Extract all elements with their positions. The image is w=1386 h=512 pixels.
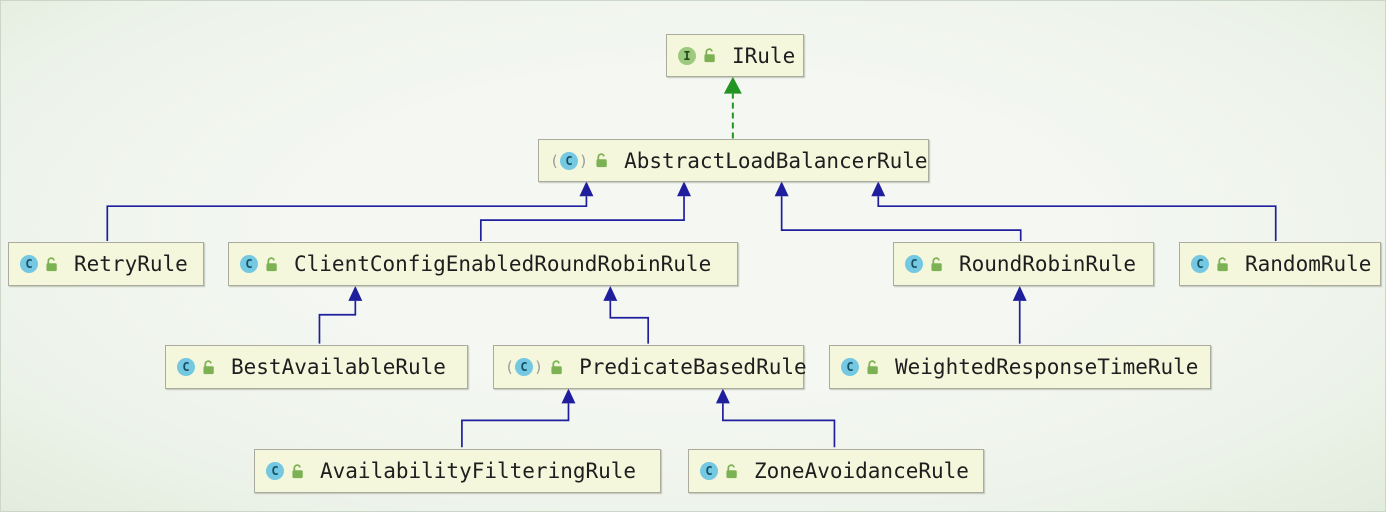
stereotype-iconwrap: ( C ) (177, 358, 195, 376)
unlocked-icon (203, 359, 214, 374)
class-node-client-config-enabled-round-robin-rule[interactable]: ( C ) ClientConfigEnabledRoundRobinRule (228, 242, 738, 286)
class-node-availability-filtering-rule[interactable]: ( C ) AvailabilityFilteringRule (254, 449, 661, 493)
class-node-abstract-load-balancer-rule[interactable]: ( C ) AbstractLoadBalancerRule (538, 139, 929, 182)
arrowhead-predicate-based-rule-to-client-config-enabled-round-robin-rule (603, 285, 618, 301)
arrowhead-retry-rule-to-abstract-load-balancer-rule (579, 181, 594, 197)
class-icon: C (1191, 255, 1209, 273)
unlocked-icon (551, 359, 562, 374)
inheritance-edge-random-rule (877, 196, 1277, 242)
inheritance-edge-round-robin-rule (780, 196, 1022, 242)
unlocked-icon (292, 463, 303, 478)
stereotype-iconwrap: ( C ) (240, 255, 258, 273)
class-icon: C (20, 255, 38, 273)
abstract-class-icon: C (515, 358, 534, 376)
abstract-class-icon: C (560, 151, 579, 170)
class-node-irule[interactable]: ( I ) IRule (666, 34, 804, 77)
class-name-label: RetryRule (74, 252, 188, 276)
class-node-retry-rule[interactable]: ( C ) RetryRule (8, 242, 204, 286)
unlocked-icon (726, 463, 737, 478)
interface-icon: I (678, 46, 696, 65)
class-node-round-robin-rule[interactable]: ( C ) RoundRobinRule (893, 242, 1154, 286)
class-node-random-rule[interactable]: ( C ) RandomRule (1179, 242, 1381, 286)
class-icon: C (266, 462, 284, 480)
class-node-weighted-response-time-rule[interactable]: ( C ) WeightedResponseTimeRule (829, 345, 1211, 389)
class-name-label: RandomRule (1245, 252, 1372, 276)
stereotype-iconwrap: ( C ) (700, 462, 718, 480)
class-node-predicate-based-rule[interactable]: ( C ) PredicateBasedRule (493, 345, 807, 389)
arrowhead-client-config-enabled-round-robin-rule-to-abstract-load-balancer-rule (677, 181, 692, 197)
inheritance-edge-zone-avoidance-rule (722, 403, 836, 448)
arrowhead-zone-avoidance-rule-to-predicate-based-rule (715, 388, 730, 404)
arrowhead-availability-filtering-rule-to-predicate-based-rule (561, 388, 576, 404)
inheritance-edge-availability-filtering-rule (461, 403, 570, 448)
class-icon: C (177, 358, 195, 376)
abstract-paren-right: ) (579, 151, 589, 170)
class-node-zone-avoidance-rule[interactable]: ( C ) ZoneAvoidanceRule (688, 449, 984, 493)
arrowhead-weighted-response-time-rule-to-round-robin-rule (1012, 285, 1027, 301)
stereotype-iconwrap: ( C ) (1191, 255, 1209, 273)
class-name-label: PredicateBasedRule (579, 355, 807, 379)
inheritance-edge-client-config-enabled-round-robin-rule (479, 196, 685, 242)
stereotype-iconwrap: ( C ) (841, 358, 859, 376)
class-name-label: WeightedResponseTimeRule (895, 355, 1199, 379)
class-name-label: AvailabilityFilteringRule (320, 459, 637, 483)
abstract-paren-left: ( (550, 151, 560, 170)
unlocked-icon (266, 256, 277, 271)
arrowhead-best-available-rule-to-client-config-enabled-round-robin-rule (348, 285, 363, 301)
unlocked-icon (867, 359, 878, 374)
class-node-best-available-rule[interactable]: ( C ) BestAvailableRule (165, 345, 468, 389)
arrowhead-round-robin-rule-to-abstract-load-balancer-rule (774, 181, 789, 197)
class-name-label: ZoneAvoidanceRule (754, 459, 969, 483)
unlocked-icon (596, 153, 607, 168)
abstract-paren-right: ) (534, 358, 544, 376)
unlocked-icon (704, 48, 715, 63)
unlocked-icon (931, 256, 942, 271)
inheritance-edge-retry-rule (106, 196, 588, 242)
arrowhead-abstract-load-balancer-rule-to-irule (723, 76, 742, 94)
class-icon: C (240, 255, 258, 273)
class-icon: C (700, 462, 718, 480)
stereotype-iconwrap: ( C ) (505, 358, 543, 376)
unlocked-icon (1217, 256, 1228, 271)
class-name-label: AbstractLoadBalancerRule (624, 148, 928, 173)
class-name-label: RoundRobinRule (959, 252, 1137, 276)
inheritance-edge-best-available-rule (318, 300, 357, 344)
class-name-label: ClientConfigEnabledRoundRobinRule (294, 252, 712, 276)
class-icon: C (841, 358, 859, 376)
class-icon: C (905, 255, 923, 273)
abstract-paren-left: ( (505, 358, 515, 376)
class-name-label: BestAvailableRule (231, 355, 446, 379)
inheritance-edge-predicate-based-rule (609, 300, 650, 344)
stereotype-iconwrap: ( C ) (266, 462, 284, 480)
stereotype-iconwrap: ( C ) (20, 255, 38, 273)
arrowhead-random-rule-to-abstract-load-balancer-rule (871, 181, 886, 197)
stereotype-iconwrap: ( C ) (550, 151, 589, 170)
stereotype-iconwrap: ( I ) (678, 46, 696, 65)
class-name-label: IRule (732, 43, 796, 68)
unlocked-icon (46, 256, 57, 271)
stereotype-iconwrap: ( C ) (905, 255, 923, 273)
